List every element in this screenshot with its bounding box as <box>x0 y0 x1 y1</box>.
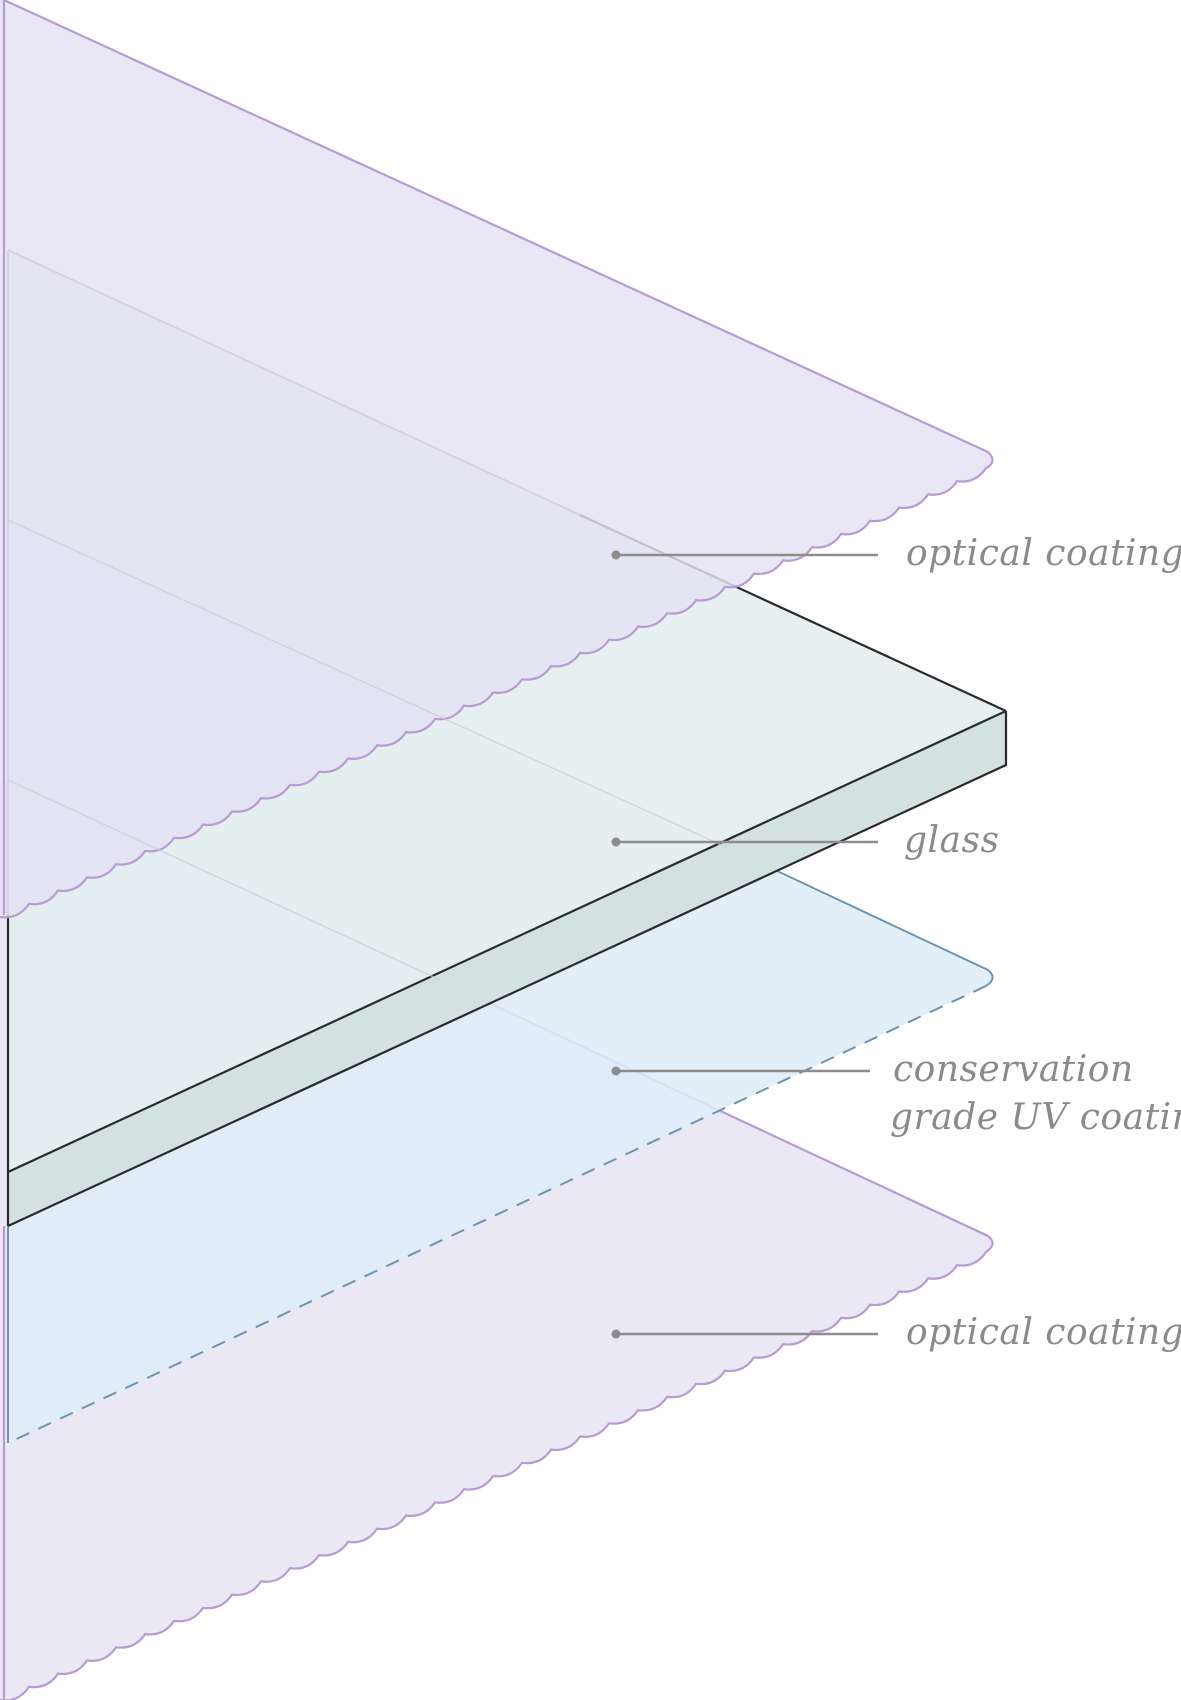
label-optical-coating-top: optical coating <box>611 533 1181 574</box>
uv-coating-outline <box>7 847 994 1443</box>
ghost-edges <box>7 519 729 981</box>
optical-coating-bottom-label: optical coating <box>906 1312 1181 1353</box>
glass-edge-face <box>8 711 1006 1226</box>
glass-outline <box>6 514 1008 1227</box>
label-glass: glass <box>611 820 999 861</box>
optical-coating-top-label: optical coating <box>906 533 1181 574</box>
glass-label: glass <box>904 820 999 861</box>
uv-coating-dashed-edge <box>7 985 987 1444</box>
label-uv-coating: conservation grade UV coating <box>611 1049 1181 1138</box>
uv-coating-label-line1: conservation <box>893 1049 1134 1090</box>
bottom-optical-coating-outline <box>0 979 994 1700</box>
uv-coating-label-line2: grade UV coating <box>890 1097 1181 1138</box>
label-optical-coating-bottom: optical coating <box>611 1312 1181 1353</box>
top-optical-coating-layer <box>0 0 993 918</box>
top-optical-coating-outline <box>0 0 994 919</box>
